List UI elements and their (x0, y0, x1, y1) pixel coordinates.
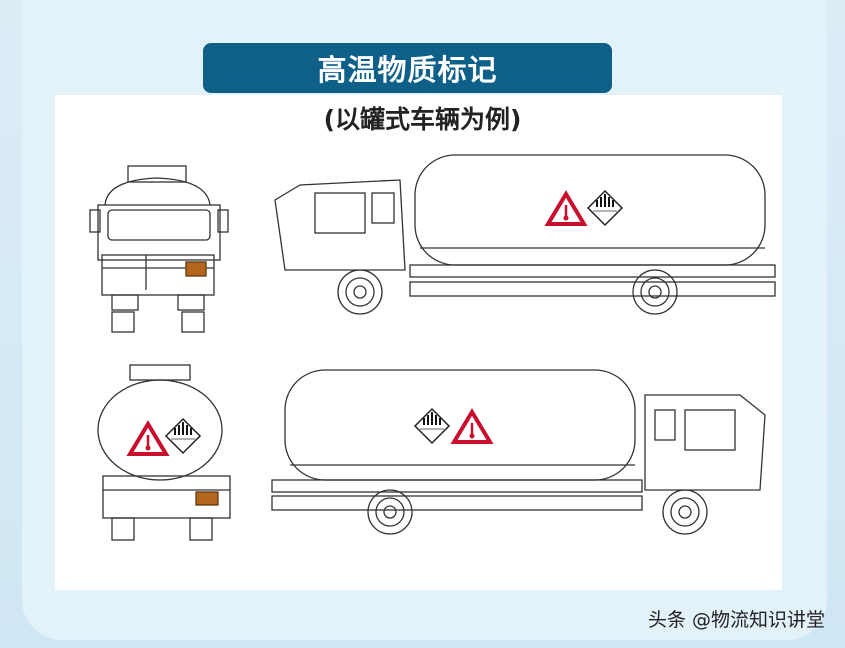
miscellaneous-hazard-class-9-icon (414, 408, 450, 444)
miscellaneous-hazard-class-9-icon (587, 190, 623, 226)
high-temperature-warning-icon (128, 422, 168, 456)
hazard-plate (195, 491, 219, 506)
truck-rear-view (97, 364, 231, 541)
high-temperature-warning-icon (546, 192, 586, 226)
watermark: 头条 @物流知识讲堂 (647, 609, 825, 631)
truck-side-view-left-cab (274, 154, 776, 315)
truck-front-view (89, 165, 229, 333)
page-title: 高温物质标记 (203, 43, 612, 93)
hazard-plate (185, 261, 207, 277)
miscellaneous-hazard-class-9-icon (165, 418, 201, 454)
page-subtitle: (以罐式车辆为例) (323, 105, 522, 134)
high-temperature-warning-icon (452, 410, 492, 444)
truck-side-view-right-cab (271, 369, 766, 535)
